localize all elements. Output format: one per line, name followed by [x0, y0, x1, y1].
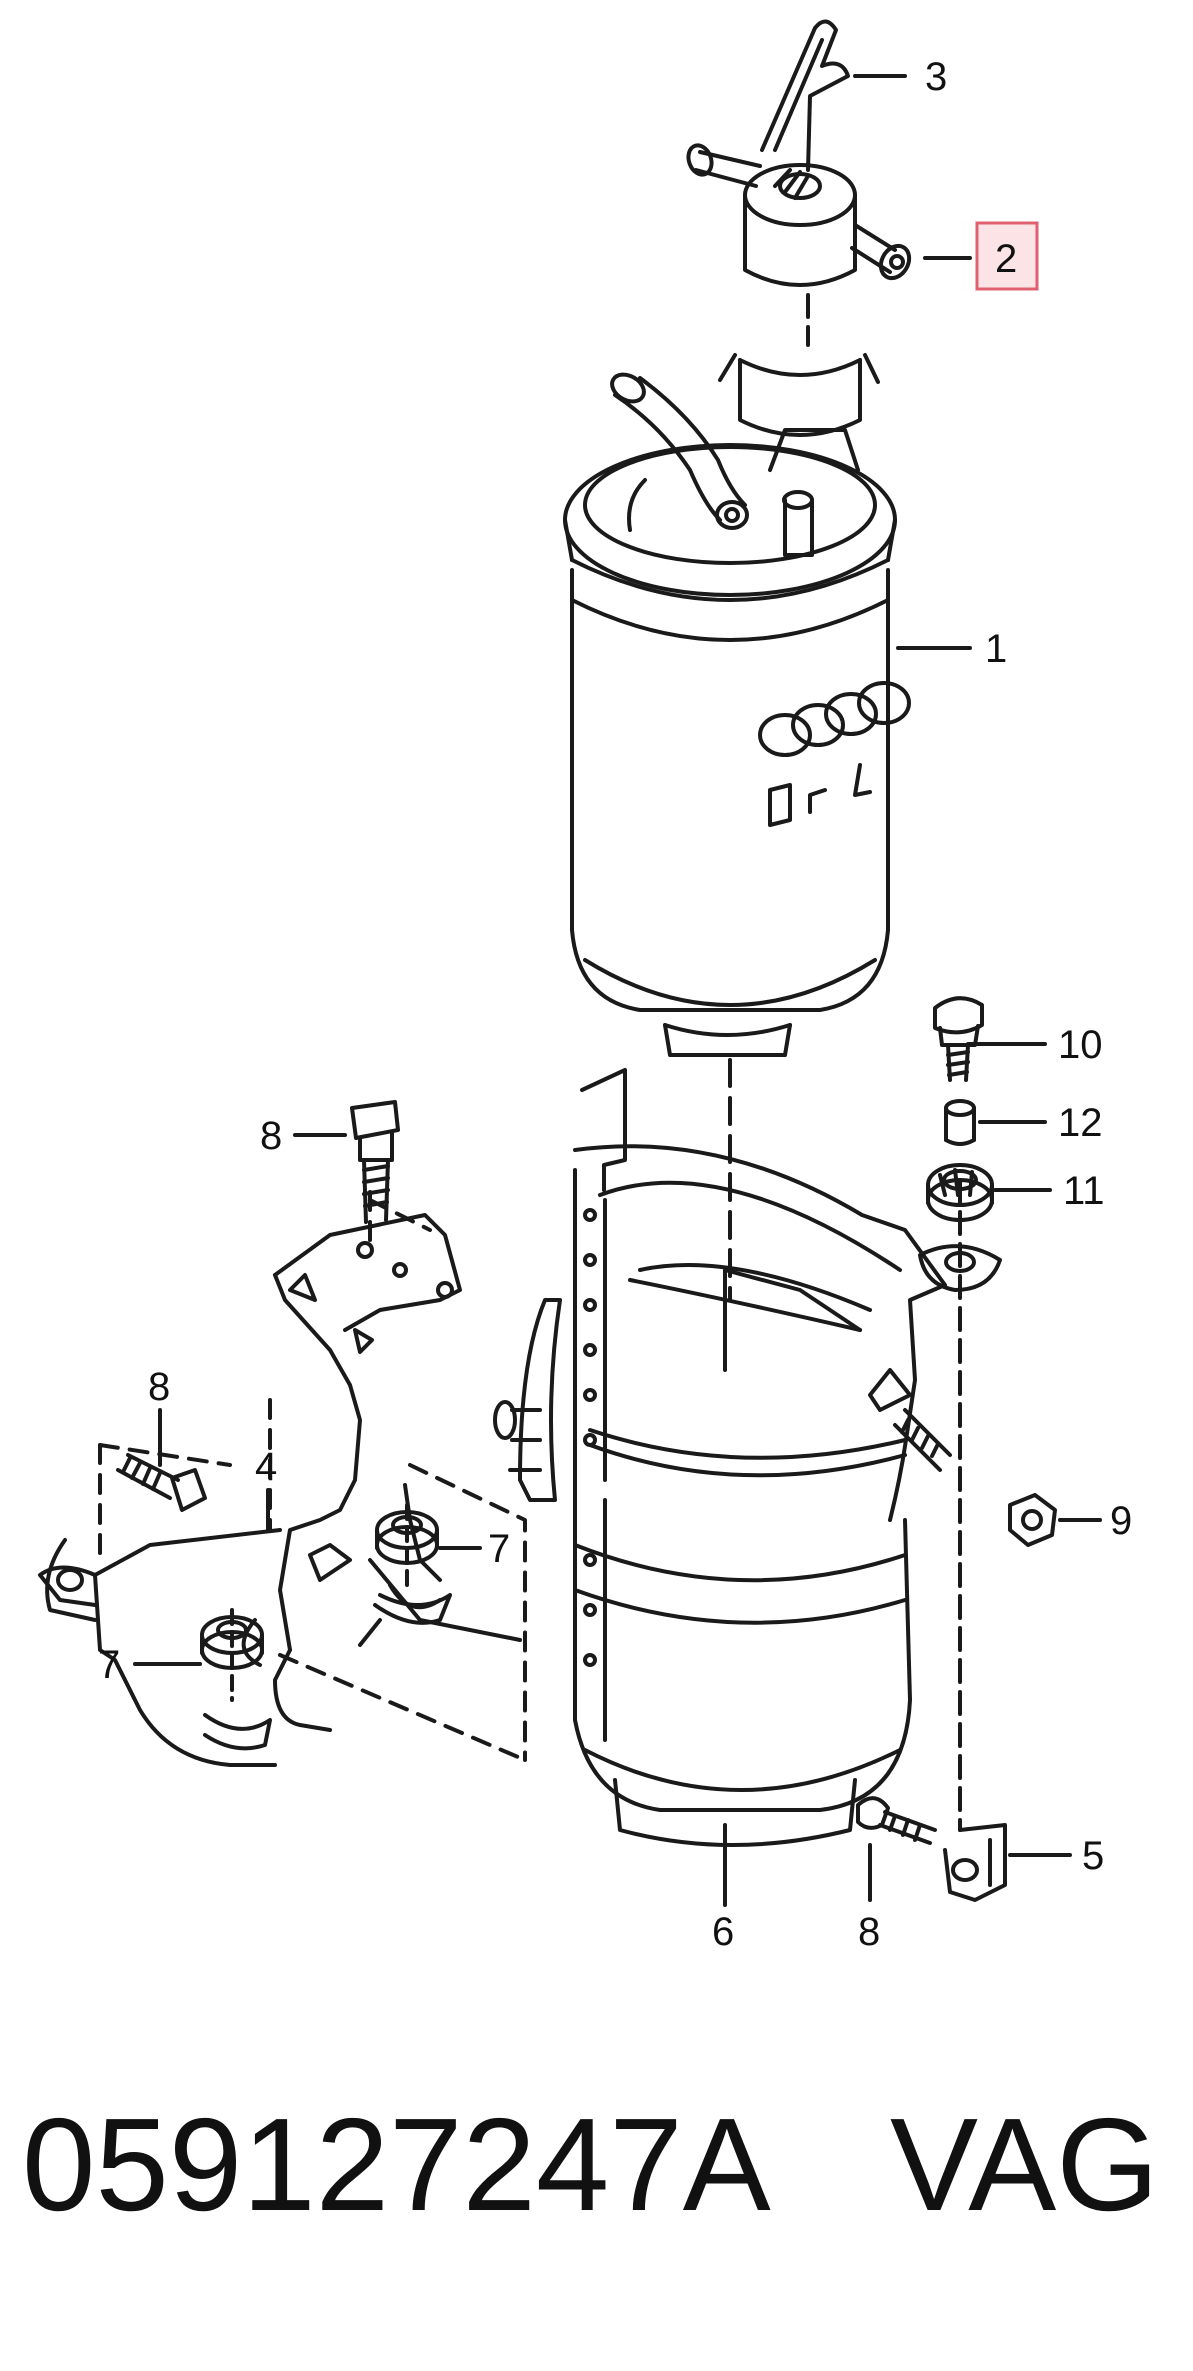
- valve-part[interactable]: [685, 142, 915, 347]
- grommet-part[interactable]: [200, 1608, 272, 1751]
- nut-part[interactable]: [1008, 1493, 1057, 1547]
- bracket-part[interactable]: [38, 1178, 527, 1767]
- bolt-part[interactable]: [350, 1100, 400, 1224]
- sleeve-part[interactable]: [944, 1099, 976, 1146]
- bolt-part[interactable]: [933, 996, 984, 1082]
- leader-lines: [133, 74, 1102, 1907]
- highlight-box: [975, 221, 1039, 291]
- callout-8-left: 8: [148, 1365, 170, 1409]
- callout-1: 1: [985, 627, 1007, 671]
- callout-9: 9: [1110, 1499, 1132, 1543]
- callout-10: 10: [1058, 1023, 1103, 1067]
- part-number: 059127247A: [22, 2091, 771, 2238]
- callout-11: 11: [1063, 1169, 1105, 1213]
- callout-4: 4: [255, 1445, 277, 1489]
- callout-8-top: 8: [260, 1114, 282, 1158]
- bolt-part[interactable]: [116, 1453, 207, 1512]
- grommet-part[interactable]: [373, 1503, 452, 1625]
- brand-name: VAG: [890, 2091, 1159, 2238]
- callout-2: 2: [995, 237, 1017, 281]
- callout-3: 3: [925, 55, 947, 99]
- callout-7-right: 7: [488, 1527, 510, 1571]
- bolt-part[interactable]: [856, 1796, 937, 1845]
- fuel-filter-part[interactable]: [563, 353, 911, 1302]
- callout-5: 5: [1082, 1834, 1104, 1878]
- callout-12: 12: [1058, 1101, 1103, 1145]
- logo-rings: [758, 681, 911, 757]
- clip-part[interactable]: [760, 19, 850, 172]
- callout-6: 6: [712, 1910, 734, 1954]
- clamp-part[interactable]: [493, 1068, 947, 1882]
- callout-7-left: 7: [98, 1643, 120, 1687]
- callout-8-bottom: 8: [858, 1910, 880, 1954]
- grommet-part[interactable]: [918, 1163, 1002, 1292]
- stud-part[interactable]: [893, 1408, 952, 1472]
